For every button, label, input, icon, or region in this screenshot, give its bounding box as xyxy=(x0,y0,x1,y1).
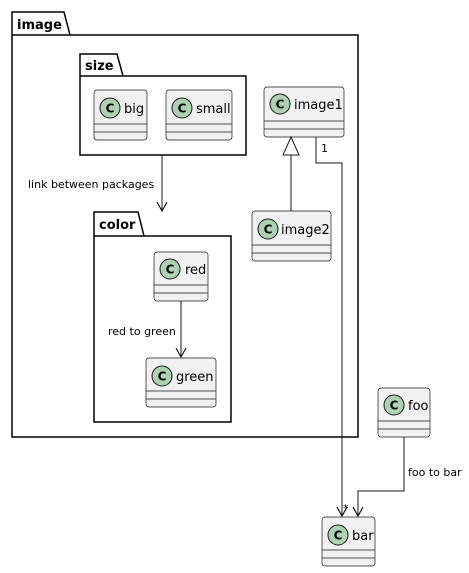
edge-red-to-green[interactable]: red to green xyxy=(108,301,187,359)
class-image2-name: image2 xyxy=(281,223,330,238)
class-c-circle-icon: C xyxy=(159,258,181,280)
inheritance-triangle-icon xyxy=(282,135,300,156)
package-color-title: color xyxy=(99,218,136,233)
edge-label-foo-to-bar: foo to bar xyxy=(408,466,462,479)
class-red-name: red xyxy=(185,263,206,278)
class-bar[interactable]: C bar xyxy=(321,516,376,567)
class-c-circle-icon: C xyxy=(257,218,279,240)
class-image1[interactable]: C image1 xyxy=(263,86,345,138)
svg-text:C: C xyxy=(276,98,285,112)
class-big[interactable]: C big xyxy=(93,89,148,141)
class-small-name: small xyxy=(196,102,231,117)
svg-text:C: C xyxy=(106,102,115,116)
class-c-circle-icon: C xyxy=(151,365,173,387)
edge-image1-to-bar[interactable]: 1 * xyxy=(315,137,349,518)
package-size-title: size xyxy=(85,59,114,74)
class-foo[interactable]: C foo xyxy=(377,387,431,438)
class-c-circle-icon: C xyxy=(269,93,291,115)
class-foo-name: foo xyxy=(408,399,429,414)
class-red[interactable]: C red xyxy=(153,251,209,302)
class-image1-name: image1 xyxy=(294,98,343,113)
class-c-circle-icon: C xyxy=(171,97,193,119)
package-image-title: image xyxy=(17,18,62,33)
class-small[interactable]: C small xyxy=(165,89,233,141)
class-bar-name: bar xyxy=(352,529,374,544)
class-c-circle-icon: C xyxy=(99,97,121,119)
class-green-name: green xyxy=(176,370,214,385)
class-green[interactable]: C green xyxy=(145,357,217,408)
edge-label-size-to-color: link between packages xyxy=(28,178,154,191)
edge-foo-to-bar[interactable]: foo to bar xyxy=(352,437,462,518)
edge-size-to-color[interactable]: link between packages xyxy=(28,155,168,213)
edge-label-red-to-green: red to green xyxy=(108,325,176,338)
svg-text:C: C xyxy=(264,223,273,237)
svg-text:C: C xyxy=(390,399,399,413)
svg-text:C: C xyxy=(334,529,343,543)
class-c-circle-icon: C xyxy=(327,524,349,546)
edge-image2-extends-image1[interactable] xyxy=(282,135,300,211)
multiplicity-image1: 1 xyxy=(321,142,328,155)
svg-text:C: C xyxy=(158,370,167,384)
svg-text:C: C xyxy=(178,102,187,116)
class-c-circle-icon: C xyxy=(383,394,405,416)
class-image2[interactable]: C image2 xyxy=(251,210,332,262)
svg-text:C: C xyxy=(166,263,175,277)
class-big-name: big xyxy=(124,102,144,117)
multiplicity-bar: * xyxy=(343,502,349,515)
